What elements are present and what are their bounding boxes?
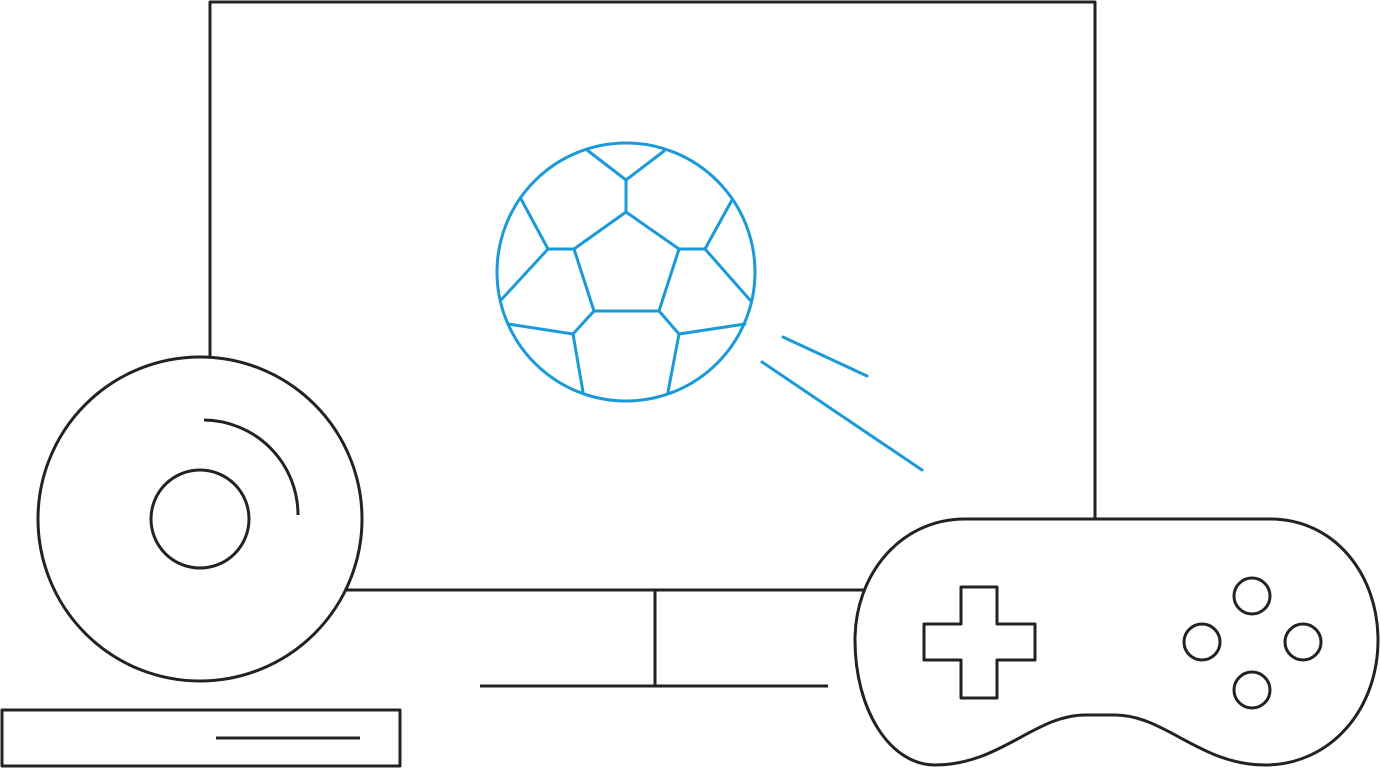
dpad-icon — [922, 585, 1037, 700]
gamepad-icon — [853, 517, 1380, 767]
console-icon — [0, 708, 402, 768]
button-bottom-icon — [1232, 670, 1272, 710]
button-top-icon — [1232, 576, 1272, 616]
disc-icon — [36, 355, 364, 683]
monitor-icon — [208, 0, 1097, 688]
soccer-ball-icon — [495, 141, 924, 472]
button-left-icon — [1182, 622, 1222, 662]
button-right-icon — [1283, 622, 1323, 662]
